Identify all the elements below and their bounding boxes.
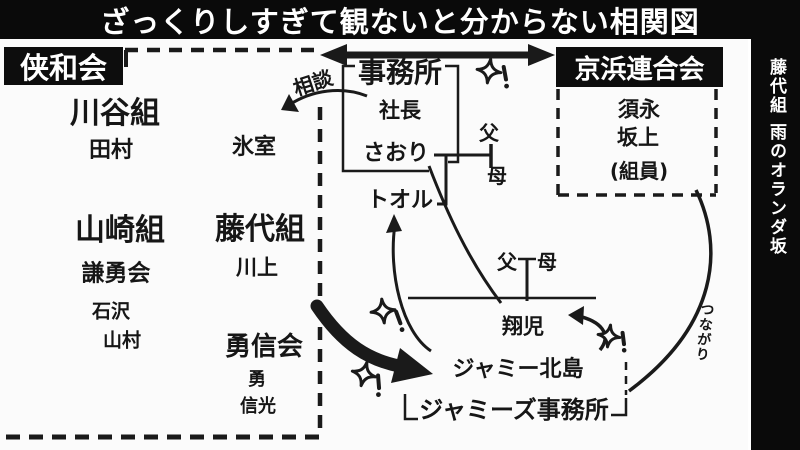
sparkle-icon [596, 323, 627, 353]
node-kenyukai: 謙勇会 [81, 260, 151, 287]
node-mother-1: 母 [487, 164, 507, 188]
node-father-2: 父 [497, 250, 517, 274]
node-jamies-office: ジャミーズ事務所 [419, 395, 609, 424]
side-divider [748, 39, 751, 450]
node-toru: トオル [366, 188, 434, 213]
node-yu: 勇 [248, 369, 266, 390]
node-shoji: 翔児 [502, 314, 544, 339]
sparkle-icon [475, 57, 509, 89]
node-saori: さおり [362, 141, 430, 166]
faction-kyowakai-label: 侠和会 [4, 47, 123, 85]
program-caption: 藤代組 雨のオランダ坂 [766, 58, 786, 256]
double-arrow-right-head [528, 44, 555, 66]
node-nobumitsu: 信光 [240, 396, 276, 417]
annotation-sodan: 相談 [290, 65, 336, 101]
double-arrow-left-head [320, 44, 347, 66]
brush-arrow [310, 299, 406, 373]
node-father-1: 父 [479, 121, 499, 145]
page-title: ざっくりしすぎて観ないと分からない相関図 [100, 4, 700, 39]
sparkle-icon [350, 360, 382, 398]
jamies-bracket-left [403, 394, 418, 421]
node-yushinkai: 勇信会 [224, 332, 304, 362]
node-kawakami: 川上 [236, 255, 278, 280]
office-bracket-right [445, 64, 460, 164]
node-sunaga: 須永 [618, 97, 660, 122]
node-yamamura: 山村 [102, 329, 142, 352]
faction-keihin-label: 京浜連合会 [556, 47, 723, 87]
node-mother-2: 母 [537, 250, 557, 274]
node-tamura: 田村 [88, 138, 134, 163]
brush-arrowhead [391, 348, 433, 383]
title-bar: ざっくりしすぎて観ないと分からない相関図 [0, 0, 800, 39]
node-yamazaki-gumi: 山崎組 [75, 213, 165, 248]
node-sakagami: 坂上 [617, 125, 659, 150]
jamie-toru-arrowhead [386, 214, 402, 233]
annotation-tsunagari: つながり [692, 301, 716, 363]
node-jamie-kitajima: ジャミー北島 [452, 357, 584, 382]
node-president: 社長 [379, 98, 421, 123]
node-fujishiro-gumi: 藤代組 [215, 212, 305, 247]
side-strip [751, 0, 800, 450]
saori-toru-line [437, 156, 448, 206]
sparkle-icon [369, 297, 405, 333]
jamie-shoji-arrowhead [568, 306, 584, 325]
jamie-shoji-arrow [577, 314, 607, 352]
jamies-bracket-right [611, 398, 628, 417]
node-member: (組員) [609, 159, 669, 183]
node-ishizawa: 石沢 [91, 300, 131, 323]
jamie-toru-arrow [391, 223, 432, 353]
node-office: 事務所 [357, 56, 443, 89]
node-himuro: 氷室 [231, 135, 277, 160]
node-kawatani-gumi: 川谷組 [70, 96, 160, 131]
